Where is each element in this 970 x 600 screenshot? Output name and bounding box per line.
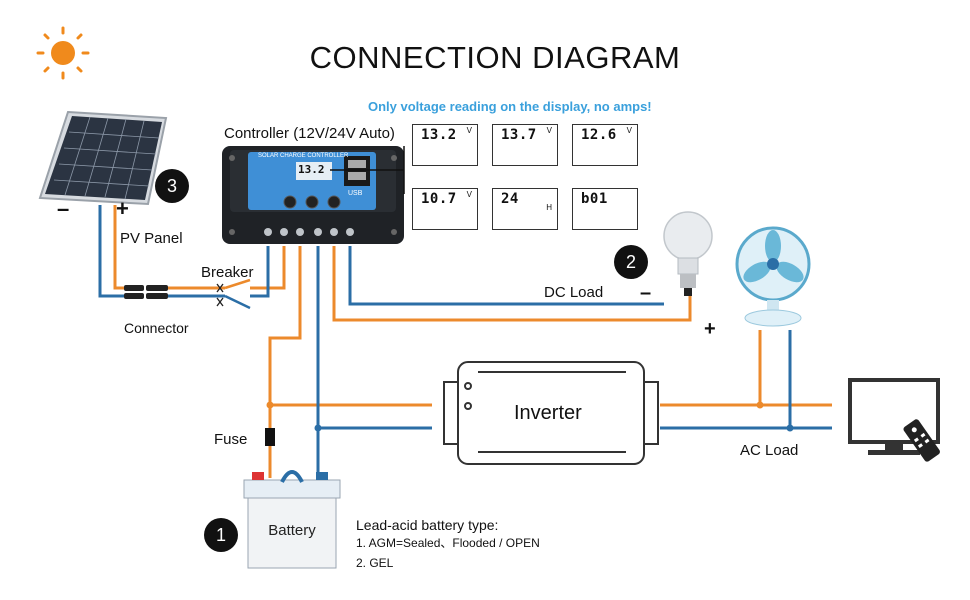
inverter-icon — [443, 361, 659, 465]
controller-label: Controller (12V/24V Auto) — [224, 125, 395, 142]
lcd-value: 24 — [501, 191, 519, 207]
fan-icon — [735, 226, 811, 327]
breaker-icon — [224, 278, 251, 310]
battery-type-note: Lead-acid battery type: 1. AGM=Sealed、Fl… — [356, 517, 540, 573]
display-note: Only voltage reading on the display, no … — [368, 99, 652, 114]
remote-icon — [903, 419, 940, 462]
battery-icon — [243, 470, 341, 569]
step-badge-1: 1 — [204, 518, 238, 552]
lcd-value: 12.6 — [581, 127, 617, 143]
lcd-unit: V — [466, 190, 472, 199]
solar-panel-icon — [38, 110, 168, 206]
inverter-label: Inverter — [514, 402, 582, 424]
dc-plus-label: + — [704, 318, 716, 340]
lcd-display: 13.2 V — [412, 124, 478, 166]
page-title: CONNECTION DIAGRAM — [309, 40, 681, 75]
lcd-value: 13.2 — [421, 127, 457, 143]
step-badge-3: 3 — [155, 169, 189, 203]
controller-screen-value: 13.2 — [298, 163, 325, 176]
fuse-icon — [265, 428, 275, 446]
battery-label: Battery — [268, 522, 316, 539]
lcd-value: 13.7 — [501, 127, 537, 143]
charge-controller — [222, 146, 404, 244]
mc4-connector-icon — [124, 285, 168, 299]
lcd-unit: V — [546, 126, 552, 135]
light-bulb-icon — [663, 211, 713, 296]
dc-load-label: DC Load — [544, 284, 604, 301]
battery-type-item: 2. GEL — [356, 556, 394, 570]
lcd-display: b01 — [572, 188, 638, 230]
ac-load-label: AC Load — [740, 442, 799, 459]
lcd-display: 24 H — [492, 188, 558, 230]
controller-screen-header: SOLAR CHARGE CONTROLLER — [258, 153, 349, 159]
lcd-unit: H — [546, 203, 552, 212]
lcd-display: 12.6 V — [572, 124, 638, 166]
step-badge-2: 2 — [614, 245, 648, 279]
sun-icon — [36, 26, 90, 80]
negative-wires — [98, 205, 832, 478]
lcd-unit: V — [626, 126, 632, 135]
lcd-display: 13.7 V — [492, 124, 558, 166]
fuse-label: Fuse — [214, 431, 248, 448]
controller-usb-label: USB — [348, 190, 363, 197]
pv-plus-label: + — [116, 196, 129, 221]
dc-minus-label: – — [640, 282, 652, 304]
pv-panel-label: PV Panel — [120, 230, 183, 247]
battery-type-heading: Lead-acid battery type: — [356, 517, 499, 533]
battery-type-item: 1. AGM=Sealed、Flooded / OPEN — [356, 536, 540, 550]
breaker-label: Breaker — [201, 264, 254, 281]
lcd-unit: V — [466, 126, 472, 135]
lcd-value: 10.7 — [421, 191, 457, 207]
pv-minus-label: – — [57, 196, 70, 221]
lcd-value: b01 — [581, 191, 608, 207]
connector-label: Connector — [124, 320, 189, 336]
lcd-display: 10.7 V — [412, 188, 478, 230]
